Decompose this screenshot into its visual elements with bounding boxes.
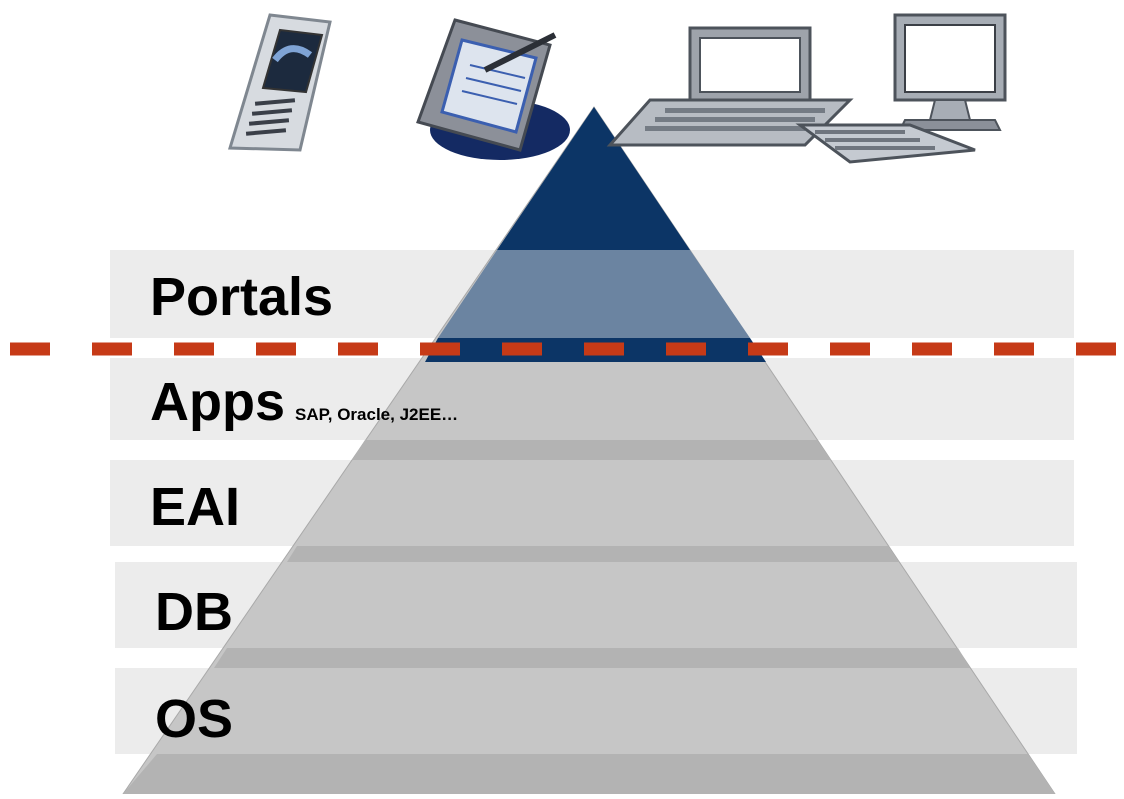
pda-tablet-icon [416,18,570,160]
pyramid [122,106,1056,795]
pyramid-portal-section [438,250,750,338]
pyramid-top [497,107,690,250]
mobile-phone-icon [227,13,332,152]
layer-label-eai: EAI [150,477,241,537]
laptop-icon [606,26,854,147]
layer-label-db: DB [155,582,233,642]
layer-label-apps-examples: SAP, Oracle, J2EE… [295,405,459,424]
desktop-computer-icon [795,13,1007,164]
pyramid-separator-2 [287,546,899,562]
layer-label-os: OS [155,689,234,749]
pyramid-separator-4 [123,754,1055,794]
layer-label-apps-title: Apps [150,372,285,432]
layer-label-portals: Portals [150,267,334,327]
pyramid-separator-3 [214,648,970,668]
pyramid-separator-1 [352,440,831,460]
